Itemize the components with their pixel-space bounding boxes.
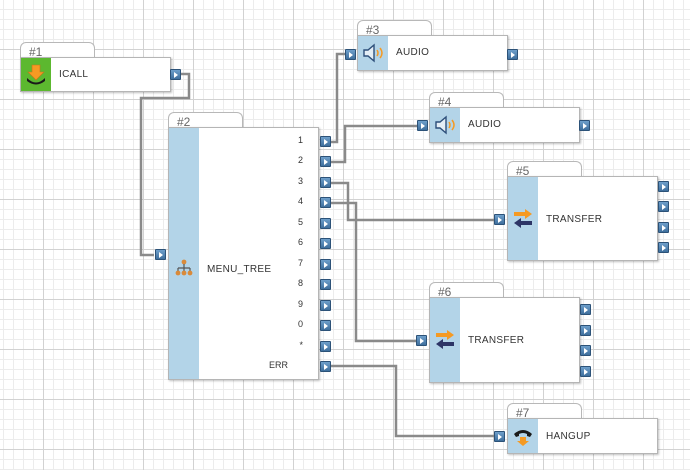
output-label-8: 8 <box>297 278 303 288</box>
wire-menu-4-to-transfer6 <box>331 201 417 343</box>
node-label: TRANSFER <box>546 214 603 225</box>
output-label-3: 3 <box>297 176 303 186</box>
input-port[interactable] <box>494 431 505 442</box>
node-id-tab: #4 <box>429 92 504 110</box>
node-id-tab: #7 <box>507 403 582 421</box>
node-id-tab: #3 <box>357 20 432 38</box>
output-port-9[interactable] <box>320 300 331 311</box>
node-label: TRANSFER <box>468 335 525 346</box>
hangup-phone-icon <box>514 430 532 446</box>
wire-menu-1-to-audio3 <box>331 52 345 144</box>
speaker-icon <box>435 115 455 135</box>
output-port-2[interactable] <box>320 156 331 167</box>
input-port[interactable] <box>155 249 166 260</box>
output-port-3[interactable] <box>580 345 591 356</box>
node-id-tab: #6 <box>429 282 504 300</box>
transfer-arrows-icon <box>436 330 454 349</box>
node-id-tab: #5 <box>507 161 582 179</box>
output-port-1[interactable] <box>320 136 331 147</box>
node-body[interactable]: AUDIO <box>429 107 580 143</box>
node-id-tab: #2 <box>168 112 243 130</box>
output-port-star[interactable] <box>320 341 331 352</box>
output-port[interactable] <box>579 120 590 131</box>
incoming-call-icon <box>27 64 45 85</box>
output-label-5: 5 <box>297 217 303 227</box>
output-label-1: 1 <box>297 135 303 145</box>
input-port[interactable] <box>416 335 427 346</box>
output-port-2[interactable] <box>580 325 591 336</box>
output-label-4: 4 <box>297 196 303 206</box>
node-body[interactable]: TRANSFER <box>429 297 580 383</box>
output-port-err[interactable] <box>320 361 331 372</box>
transfer-arrows-icon <box>514 209 532 228</box>
output-port-3[interactable] <box>658 222 669 233</box>
output-port-6[interactable] <box>320 238 331 249</box>
output-port-4[interactable] <box>580 366 591 377</box>
wire-menu-3-to-transfer5 <box>331 181 494 222</box>
input-port[interactable] <box>345 49 356 60</box>
tree-hierarchy-icon <box>175 259 193 276</box>
output-port[interactable] <box>507 49 518 60</box>
node-label: ICALL <box>59 69 89 80</box>
node-body[interactable]: ICALL <box>20 57 171 92</box>
node-label: HANGUP <box>546 431 591 442</box>
output-port-3[interactable] <box>320 177 331 188</box>
output-label-2: 2 <box>297 155 303 165</box>
output-label-0: 0 <box>297 319 303 329</box>
output-label-7: 7 <box>297 258 303 268</box>
output-label-star: * <box>299 340 303 350</box>
output-port-7[interactable] <box>320 259 331 270</box>
node-body[interactable]: AUDIO <box>357 35 508 71</box>
output-port-1[interactable] <box>580 304 591 315</box>
output-label-err: ERR <box>269 360 289 370</box>
input-port[interactable] <box>417 120 428 131</box>
output-label-9: 9 <box>297 299 303 309</box>
node-body[interactable]: MENU_TREE 1 2 3 4 5 6 7 8 9 0 * ERR <box>168 127 319 380</box>
speaker-icon <box>363 43 383 63</box>
node-body[interactable]: TRANSFER <box>507 176 658 261</box>
node-label: AUDIO <box>468 119 502 130</box>
output-port-5[interactable] <box>320 218 331 229</box>
node-label: MENU_TREE <box>207 264 272 275</box>
node-body[interactable]: HANGUP <box>507 418 658 454</box>
node-id-tab: #1 <box>20 42 95 60</box>
wire-menu-2-to-audio4 <box>331 124 418 164</box>
output-port-8[interactable] <box>320 279 331 290</box>
input-port[interactable] <box>494 214 505 225</box>
output-port-1[interactable] <box>658 181 669 192</box>
output-port[interactable] <box>170 69 181 80</box>
node-label: AUDIO <box>396 47 430 58</box>
output-port-4[interactable] <box>320 197 331 208</box>
output-port-2[interactable] <box>658 201 669 212</box>
output-label-6: 6 <box>297 237 303 247</box>
output-port-4[interactable] <box>658 242 669 253</box>
output-port-0[interactable] <box>320 320 331 331</box>
